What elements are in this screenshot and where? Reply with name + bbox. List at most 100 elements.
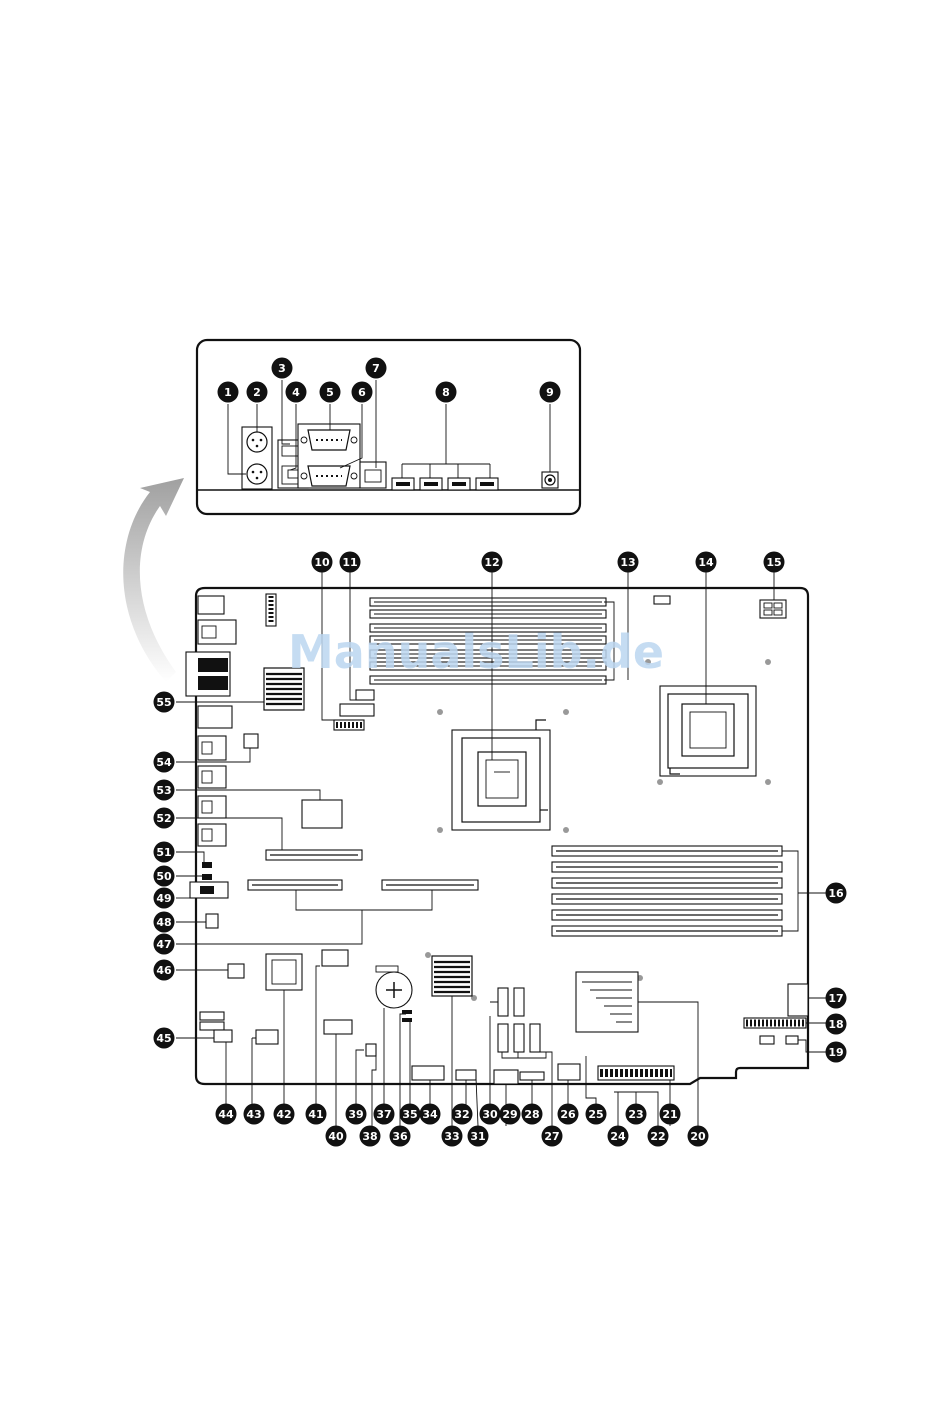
callout-number: 39 (348, 1108, 363, 1121)
rear-io-panel-inset (197, 340, 580, 514)
callout-32: 32 (452, 1104, 473, 1125)
callout-number: 40 (328, 1130, 344, 1143)
southbridge-heatsink (432, 956, 472, 996)
header-19b (786, 1036, 798, 1044)
callout-39: 39 (346, 1104, 367, 1125)
callout-number: 38 (362, 1130, 377, 1143)
callout-number: 19 (828, 1046, 843, 1059)
callout-21: 21 (660, 1104, 681, 1125)
connector-29 (494, 1070, 518, 1084)
callout-13: 13 (618, 552, 639, 573)
callout-number: 31 (470, 1130, 485, 1143)
callout-number: 22 (650, 1130, 665, 1143)
callout-number: 27 (544, 1130, 559, 1143)
callout-number: 45 (156, 1032, 171, 1045)
chip-46 (228, 964, 244, 978)
callout-number: 11 (342, 556, 357, 569)
callout-number: 33 (444, 1130, 459, 1143)
callout-number: 1 (224, 386, 232, 399)
callout-9: 9 (540, 382, 561, 403)
callout-number: 15 (766, 556, 781, 569)
callout-35: 35 (400, 1104, 421, 1125)
callout-12: 12 (482, 552, 503, 573)
callout-number: 24 (610, 1130, 626, 1143)
callout-47: 47 (154, 934, 175, 955)
callout-number: 7 (372, 362, 380, 375)
small-chip (244, 734, 258, 748)
main-power-connector (598, 1066, 674, 1080)
callout-number: 50 (156, 870, 172, 883)
callout-number: 34 (422, 1108, 438, 1121)
header-pins-top (266, 594, 276, 626)
callout-25: 25 (586, 1104, 607, 1125)
callout-15: 15 (764, 552, 785, 573)
callout-23: 23 (626, 1104, 647, 1125)
callout-number: 48 (156, 916, 171, 929)
callout-number: 53 (156, 784, 171, 797)
callout-number: 20 (690, 1130, 706, 1143)
header-34 (412, 1066, 444, 1080)
callout-10: 10 (312, 552, 333, 573)
serial-vga-stack (298, 424, 360, 488)
callout-number: 46 (156, 964, 172, 977)
callout-number: 26 (560, 1108, 576, 1121)
callout-14: 14 (696, 552, 717, 573)
callout-number: 36 (392, 1130, 408, 1143)
callout-number: 17 (828, 992, 843, 1005)
connector-26 (558, 1064, 580, 1080)
fan-header-top (654, 596, 670, 604)
callout-11: 11 (340, 552, 361, 573)
callout-17: 17 (826, 988, 847, 1009)
callout-29: 29 (500, 1104, 521, 1125)
header-18 (744, 1018, 806, 1028)
callout-44: 44 (216, 1104, 237, 1125)
callout-number: 6 (358, 386, 366, 399)
header-44 (214, 1030, 232, 1042)
callout-number: 28 (524, 1108, 539, 1121)
callout-27: 27 (542, 1126, 563, 1147)
callout-45: 45 (154, 1028, 175, 1049)
callout-19: 19 (826, 1042, 847, 1063)
callout-1: 1 (218, 382, 239, 403)
callout-16: 16 (826, 883, 847, 904)
callout-36: 36 (390, 1126, 411, 1147)
callout-number: 23 (628, 1108, 643, 1121)
callout-number: 30 (482, 1108, 498, 1121)
connector-17 (788, 984, 808, 1016)
callout-2: 2 (247, 382, 268, 403)
cpu-socket-1 (452, 720, 550, 830)
callout-3: 3 (272, 358, 293, 379)
id-button (542, 472, 558, 488)
cpu-socket-2 (660, 686, 756, 776)
header-48 (206, 914, 218, 928)
callout-number: 41 (308, 1108, 323, 1121)
callout-40: 40 (326, 1126, 347, 1147)
callout-30: 30 (480, 1104, 501, 1125)
callout-number: 51 (156, 846, 171, 859)
jumper-block-45 (200, 1012, 224, 1020)
callout-55: 55 (154, 692, 175, 713)
callout-number: 14 (698, 556, 714, 569)
callout-24: 24 (608, 1126, 629, 1147)
callout-20: 20 (688, 1126, 709, 1147)
callout-number: 42 (276, 1108, 291, 1121)
callout-number: 52 (156, 812, 171, 825)
callout-50: 50 (154, 866, 175, 887)
callout-52: 52 (154, 808, 175, 829)
callout-number: 13 (620, 556, 635, 569)
callout-34: 34 (420, 1104, 441, 1125)
callout-26: 26 (558, 1104, 579, 1125)
jumper-35 (402, 1010, 412, 1014)
callout-number: 5 (326, 386, 334, 399)
callout-number: 21 (662, 1108, 677, 1121)
callout-number: 10 (314, 556, 330, 569)
callout-7: 7 (366, 358, 387, 379)
bmc-chip (302, 800, 342, 828)
callout-number: 4 (292, 386, 300, 399)
super-io-chip (266, 954, 302, 990)
callout-number: 54 (156, 756, 172, 769)
callout-49: 49 (154, 888, 175, 909)
callout-8: 8 (436, 382, 457, 403)
callout-number: 9 (546, 386, 554, 399)
